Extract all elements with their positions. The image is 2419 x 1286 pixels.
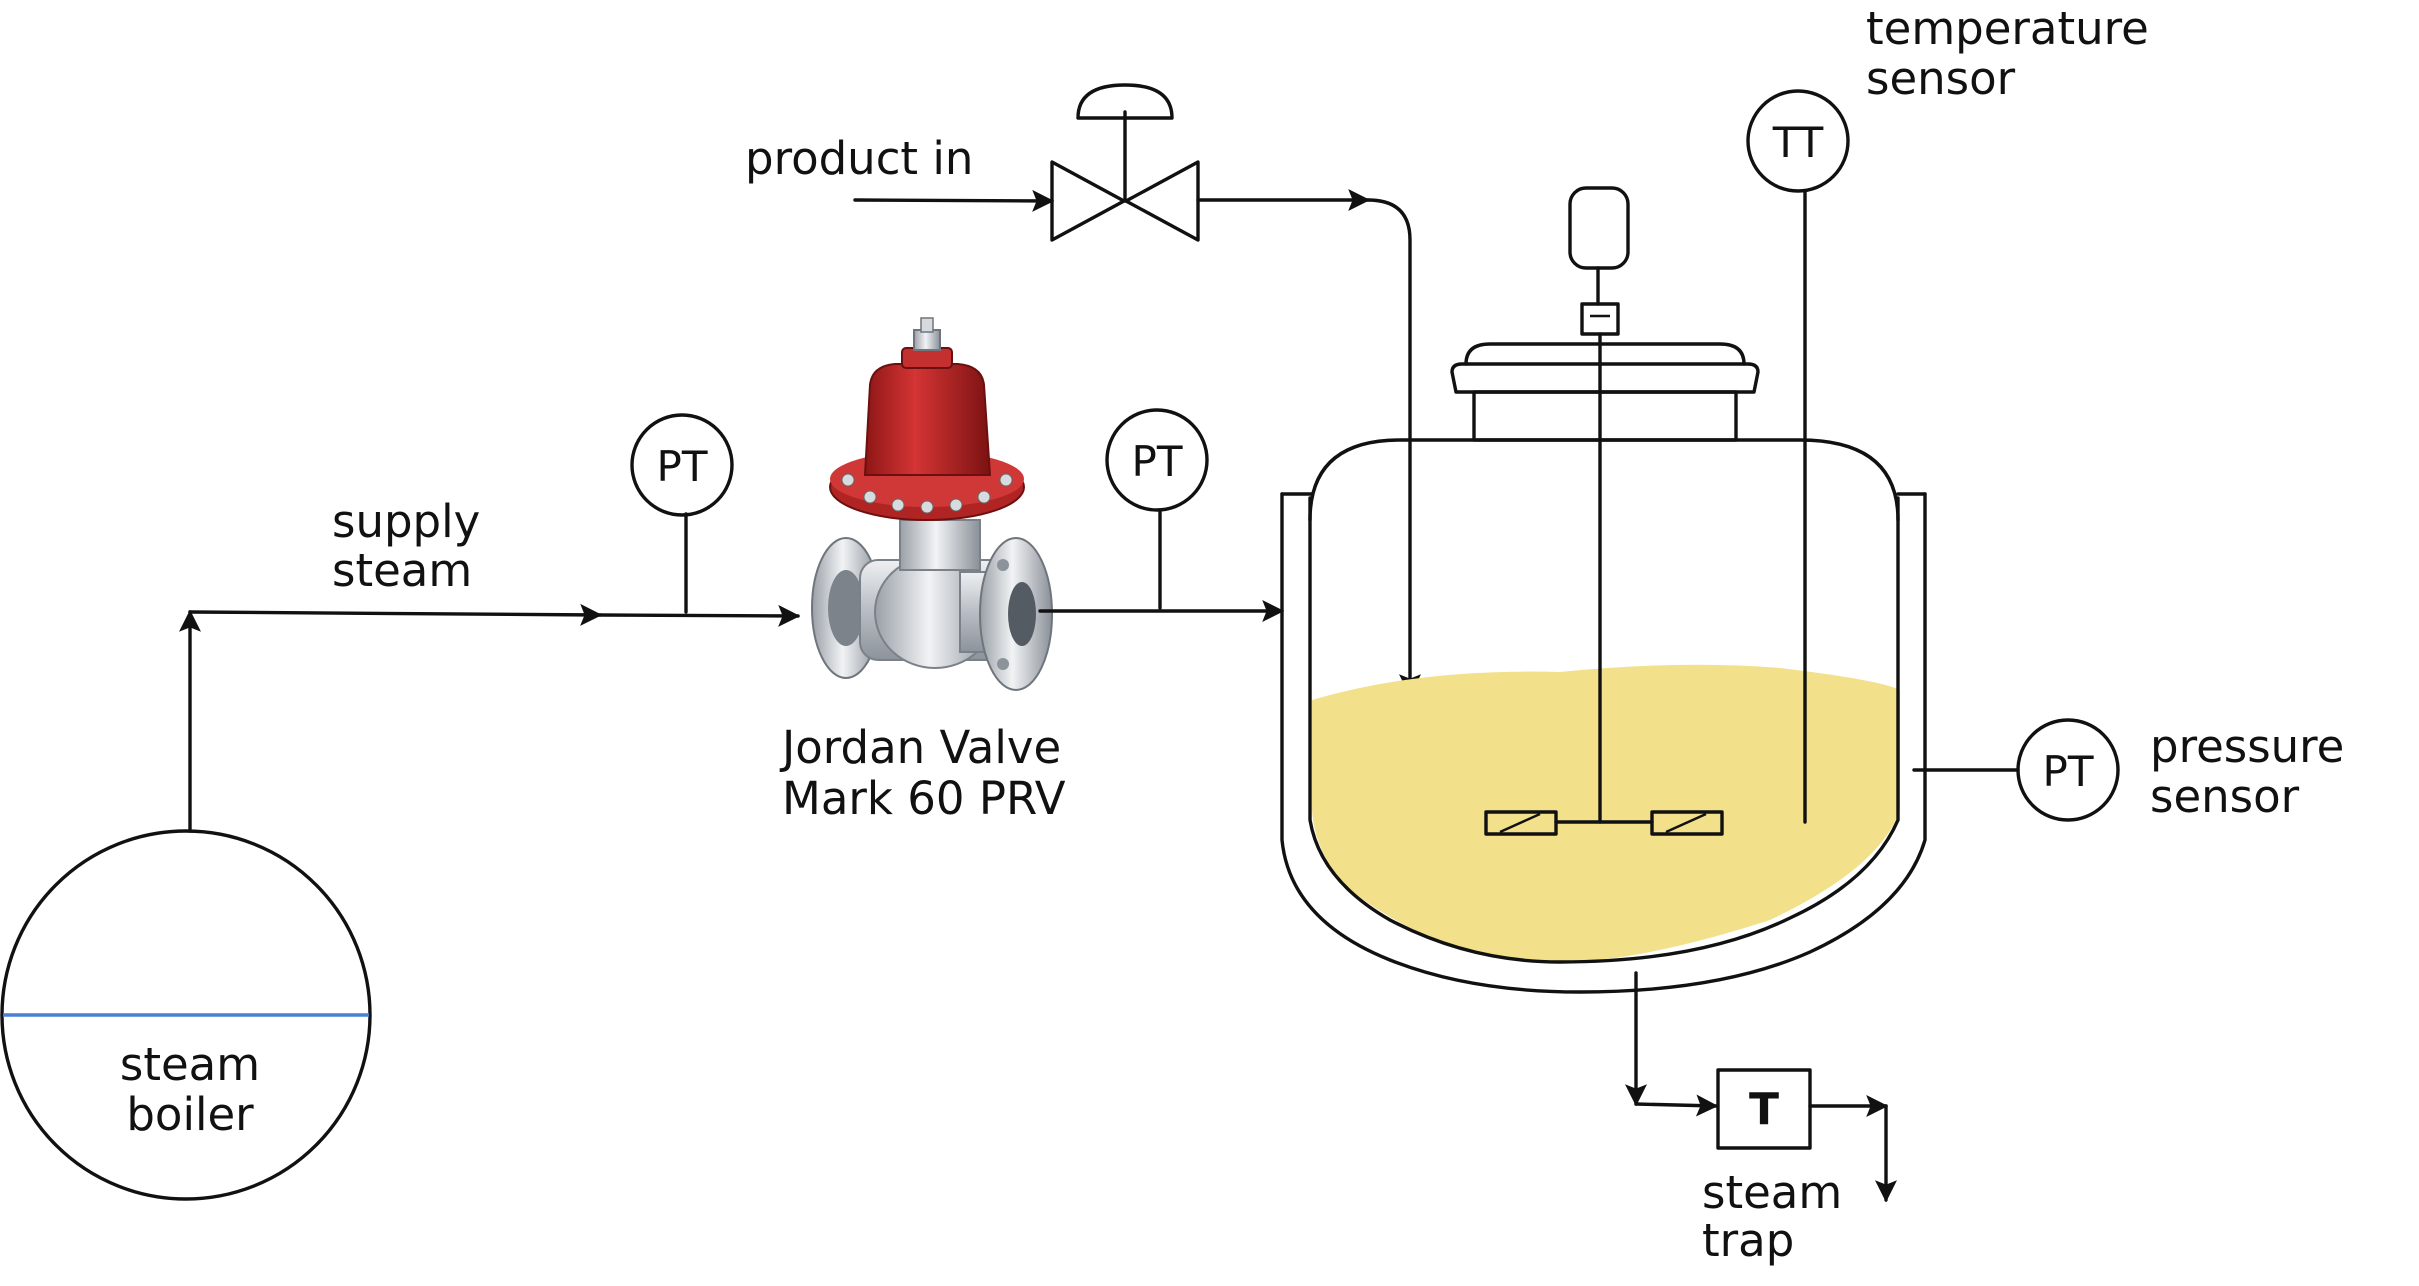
- pt-vessel-tag: PT: [2043, 747, 2094, 796]
- pressure-sensor-label-line2: sensor: [2150, 770, 2300, 823]
- steam-boiler: steam boiler: [0, 829, 372, 1201]
- temperature-sensor-label-line1: temperature: [1866, 2, 2149, 55]
- tt-bubble: [1746, 89, 1850, 193]
- pressure-transmitter-vessel: PT pressure sensor: [1912, 718, 2344, 823]
- prv-outlet-flange: [959, 537, 1053, 691]
- supply-steam-pipe: [188, 603, 603, 626]
- supply-steam-label-line1: supply: [332, 495, 480, 548]
- control-valve-left-triangle: [1050, 160, 1126, 242]
- agitator-blade-right: [1650, 810, 1724, 836]
- product-control-valve: [1050, 83, 1200, 242]
- vessel-product-liquid: [1312, 664, 1900, 962]
- vessel-cover: [1450, 342, 1760, 442]
- product-feed-dip-tube: [1366, 198, 1421, 697]
- temperature-sensor-label-line2: sensor: [1866, 52, 2016, 105]
- trap-inlet-pipe: [1634, 1094, 1719, 1117]
- valve-label-line2: Mark 60 PRV: [782, 772, 1066, 825]
- pressure-transmitter-upstream: PT: [630, 413, 734, 614]
- pt-downstream-bubble: [1105, 408, 1209, 512]
- steam-trap-label-line2: trap: [1702, 1214, 1794, 1267]
- prv-bonnet: [863, 317, 992, 476]
- cover-neck: [1472, 390, 1738, 442]
- temperature-transmitter: TT temperature sensor: [1746, 2, 2149, 824]
- trap-box: [1716, 1068, 1812, 1150]
- agitator-motor: [1568, 186, 1630, 270]
- control-valve-right-triangle: [1124, 160, 1200, 242]
- jordan-valve-prv: Jordan Valve Mark 60 PRV: [779, 317, 1066, 825]
- steam-trap-label-line1: steam: [1702, 1166, 1842, 1219]
- pt-downstream-tag: PT: [1132, 437, 1183, 486]
- steam-boiler-label-line2: boiler: [126, 1088, 254, 1141]
- vessel-inner-wall: [1308, 496, 1900, 964]
- product-in-line: product in: [745, 83, 1421, 697]
- trap-tag: T: [1749, 1084, 1779, 1135]
- pt-vessel-bubble: [2016, 718, 2120, 822]
- vessel-jacket: [1280, 492, 1927, 994]
- supply-steam-line: supply steam: [179, 495, 801, 833]
- valve-label-line1: Jordan Valve: [779, 721, 1061, 774]
- product-in-label: product in: [745, 132, 973, 185]
- vessel-top-head: [1308, 438, 1900, 522]
- agitator-blade-left: [1484, 810, 1558, 836]
- agitator: [1484, 186, 1724, 836]
- boiler-shell: [0, 829, 372, 1201]
- reactor-vessel: [1280, 186, 1927, 994]
- supply-steam-label-line2: steam: [332, 544, 472, 597]
- pt-upstream-tag: PT: [657, 442, 708, 491]
- product-in-pipe: [853, 189, 1055, 212]
- pt-upstream-bubble: [630, 413, 734, 517]
- agitator-coupling: [1580, 302, 1620, 336]
- cover-lid-lower: [1450, 362, 1760, 394]
- tt-tag: TT: [1772, 118, 1824, 167]
- steam-trap: T steam trap: [1625, 971, 1897, 1267]
- cover-lid-top: [1464, 342, 1746, 366]
- steam-boiler-label-line1: steam: [120, 1038, 260, 1091]
- control-valve-actuator: [1076, 83, 1174, 120]
- prv-inlet-pipe: [598, 604, 801, 627]
- pressure-sensor-label-line1: pressure: [2150, 720, 2344, 773]
- pressure-transmitter-downstream: PT: [1105, 408, 1209, 610]
